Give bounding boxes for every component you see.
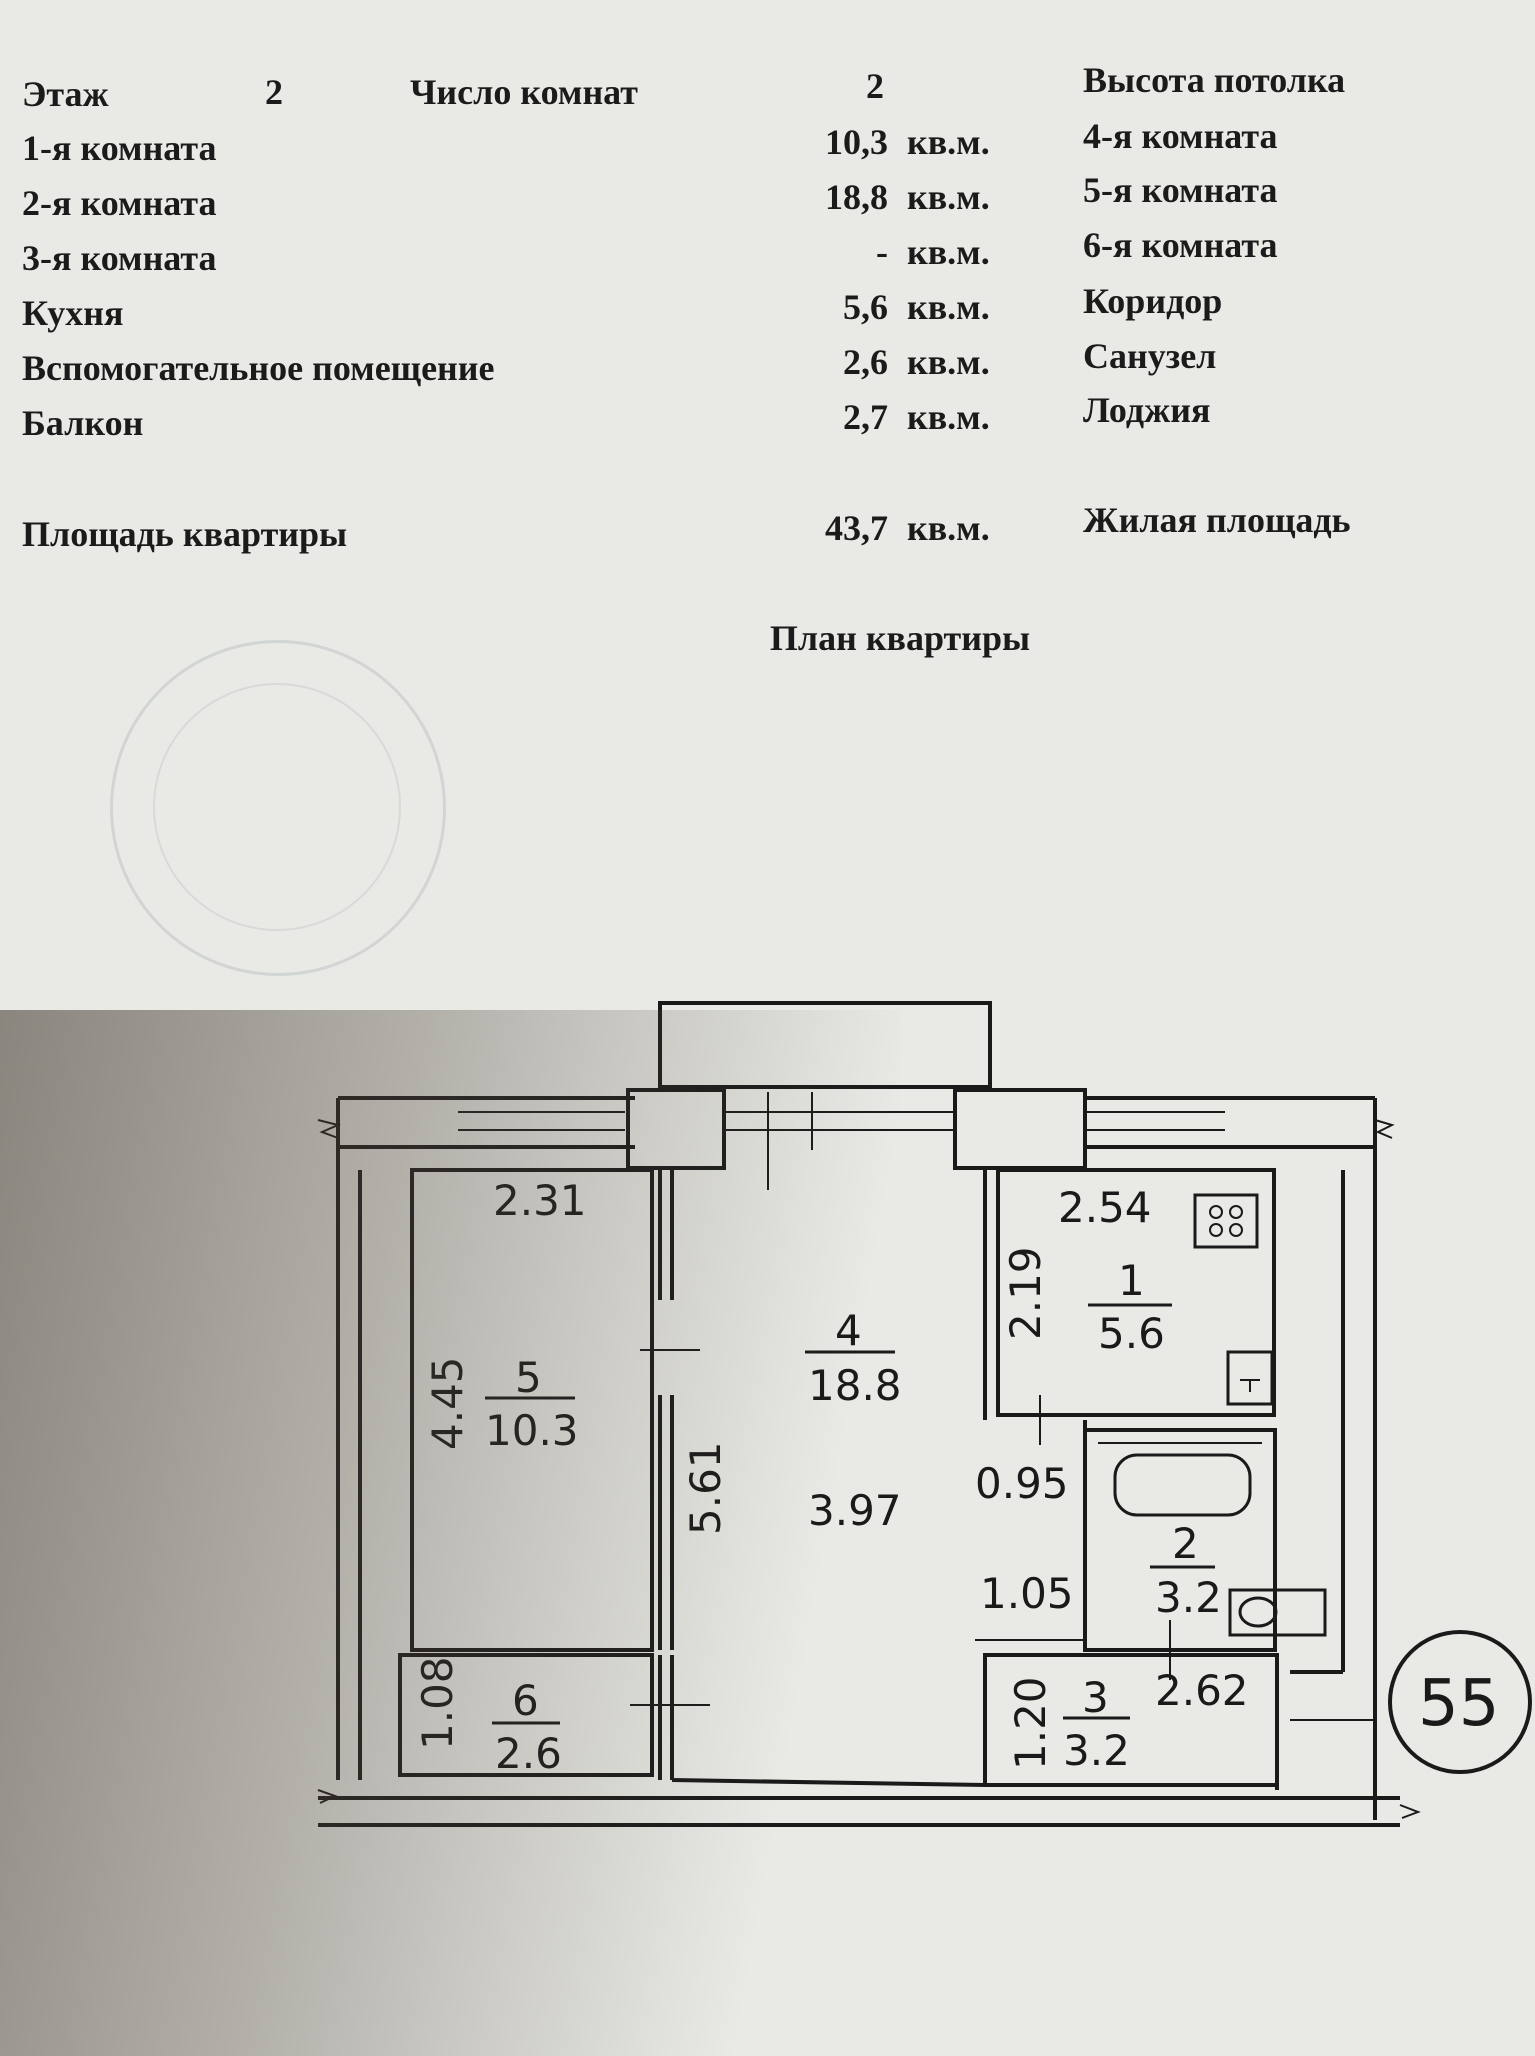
- row-unit: кв.м.: [907, 232, 990, 272]
- room2-num: 2: [1172, 1519, 1199, 1568]
- row-label: 3-я комната: [22, 238, 217, 278]
- row-label: Балкон: [22, 403, 144, 443]
- sink: [1226, 1350, 1274, 1406]
- row-right-label: Коридор: [1083, 281, 1223, 321]
- room3-area: 3.2: [1063, 1726, 1130, 1775]
- wall-column: [953, 1088, 1087, 1170]
- row-right-label: 5-я комната: [1083, 170, 1278, 210]
- row-value: 10,3: [825, 122, 888, 162]
- total-value: 43,7: [825, 508, 888, 548]
- room5-width: 2.31: [493, 1176, 587, 1225]
- floor-label: Этаж: [22, 74, 109, 114]
- dim-1-05: 1.05: [980, 1569, 1074, 1618]
- room3-width: 2.62: [1155, 1666, 1249, 1715]
- room6-area: 2.6: [495, 1729, 562, 1778]
- rooms-label: Число комнат: [410, 72, 638, 112]
- room5-area: 10.3: [485, 1406, 579, 1455]
- row-right-label: 4-я комната: [1083, 116, 1278, 156]
- row-right-label: 6-я комната: [1083, 225, 1278, 265]
- apartment-number-circle: [1388, 1630, 1532, 1774]
- room1-num: 1: [1118, 1256, 1145, 1305]
- stove: [1193, 1193, 1259, 1249]
- room3-length: 1.20: [1006, 1676, 1055, 1770]
- row-unit: кв.м.: [907, 342, 990, 382]
- row-label: 1-я комната: [22, 128, 217, 168]
- plan-title: План квартиры: [769, 618, 1031, 658]
- faded-stamp: [110, 640, 446, 976]
- floor-value: 2: [265, 72, 283, 112]
- row-unit: кв.м.: [907, 122, 990, 162]
- row-unit: кв.м.: [907, 287, 990, 327]
- balcony-outline: [658, 1001, 992, 1089]
- room1-length: 2.19: [1001, 1246, 1050, 1340]
- room5-num: 5: [515, 1353, 542, 1402]
- row-value: 18,8: [825, 177, 888, 217]
- room4-length: 5.61: [681, 1441, 730, 1535]
- bathtub: [1113, 1453, 1252, 1517]
- row-unit: кв.м.: [907, 397, 990, 437]
- row-label: Кухня: [22, 293, 124, 333]
- wall-column: [626, 1088, 726, 1170]
- room-2-bathroom: [1083, 1428, 1277, 1652]
- row-right-label: Санузел: [1083, 336, 1217, 376]
- row-value: 2,6: [843, 342, 888, 382]
- room4-width: 3.97: [808, 1486, 902, 1535]
- total-label: Площадь квартиры: [22, 514, 348, 554]
- row-value: 5,6: [843, 287, 888, 327]
- room-1-kitchen: [996, 1168, 1276, 1417]
- total-unit: кв.м.: [907, 508, 990, 548]
- row-unit: кв.м.: [907, 177, 990, 217]
- row-label: Вспомогательное помещение: [22, 348, 495, 388]
- room1-area: 5.6: [1098, 1309, 1165, 1358]
- row-value: 2,7: [843, 397, 888, 437]
- row-label: 2-я комната: [22, 183, 217, 223]
- room2-area: 3.2: [1155, 1573, 1222, 1622]
- row-right-label: Лоджия: [1083, 390, 1211, 430]
- toilet: [1228, 1588, 1327, 1637]
- ceiling-label: Высота потолка: [1083, 60, 1346, 100]
- room5-length: 4.45: [423, 1356, 472, 1450]
- dim-0-95: 0.95: [975, 1459, 1069, 1508]
- apartment-number: 55: [1418, 1667, 1499, 1741]
- room6-num: 6: [512, 1676, 539, 1725]
- row-value: -: [876, 232, 888, 272]
- room3-num: 3: [1082, 1673, 1109, 1722]
- room1-width: 2.54: [1058, 1183, 1152, 1232]
- living-area-label: Жилая площадь: [1083, 500, 1351, 540]
- room6-length: 1.08: [413, 1656, 462, 1750]
- rooms-value: 2: [866, 66, 884, 106]
- room4-area: 18.8: [808, 1361, 902, 1410]
- room4-num: 4: [835, 1306, 862, 1355]
